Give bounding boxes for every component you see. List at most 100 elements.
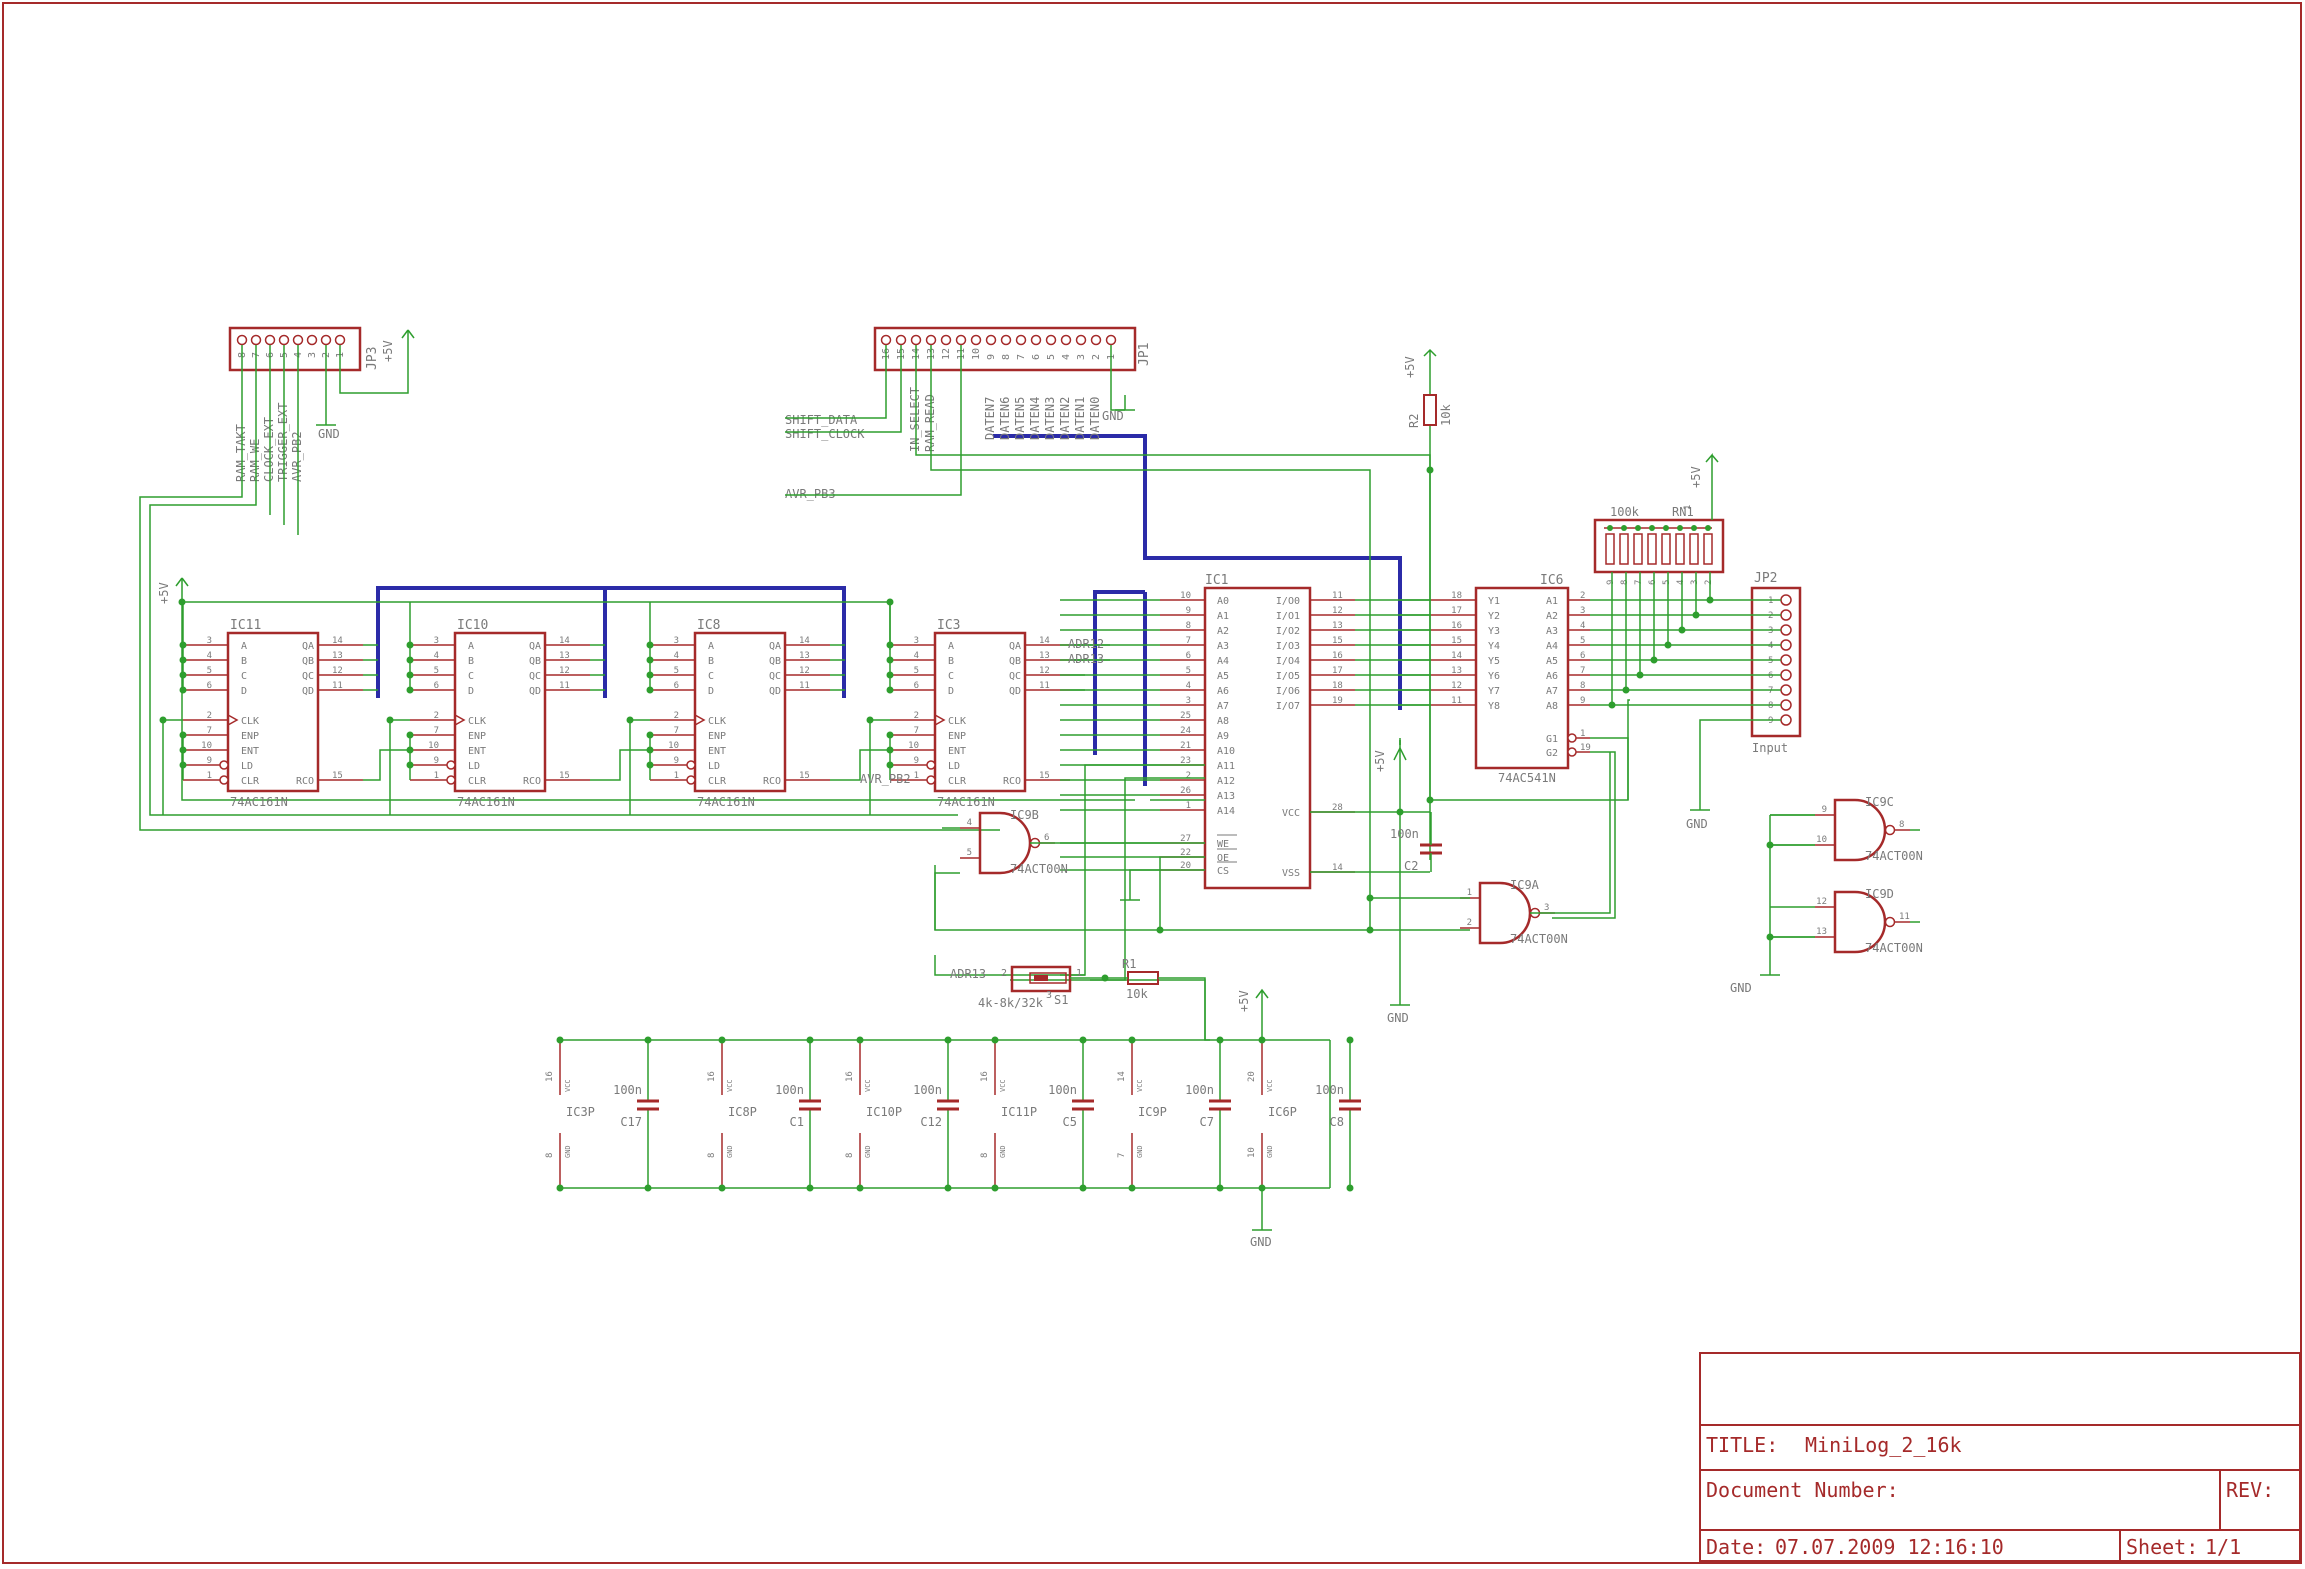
counter-pin-name: CLR — [468, 776, 487, 787]
capacitor-value: 100n — [1185, 1083, 1214, 1097]
counter-pin-name: LD — [468, 761, 480, 772]
counter-pin-name: ENT — [241, 746, 259, 757]
power-part-name: IC6P — [1268, 1105, 1297, 1119]
counter-pin-name: C — [468, 671, 474, 682]
ic6-pin-number: 11 — [1451, 696, 1462, 706]
counter-pin-number: 9 — [674, 756, 679, 766]
gate-name: IC9D — [1865, 887, 1894, 901]
counter-pin-name: A — [468, 641, 474, 652]
counter-pin-name: A — [948, 641, 954, 652]
s1-net: ADR13 — [950, 967, 986, 981]
ic6-pin-number: 2 — [1580, 591, 1585, 601]
counter-pin-name: B — [241, 656, 247, 667]
counter-name: IC11 — [230, 618, 261, 633]
gate-type: 74ACT00N — [1865, 849, 1923, 863]
gate-input-pin: 1 — [1467, 888, 1472, 898]
gate-input-pin: 10 — [1816, 835, 1827, 845]
ic6-pin-name: A5 — [1546, 656, 1558, 667]
counter-pin-number: 11 — [799, 681, 810, 691]
ic1-pin-number: 26 — [1180, 786, 1191, 796]
ic1-pin-number: 14 — [1332, 863, 1343, 873]
jp2-pin: 8 — [1768, 701, 1773, 711]
counter-pin-name: LD — [708, 761, 720, 772]
s1-label: 4k-8k/32k — [978, 996, 1044, 1010]
counter-pin-number: 13 — [332, 651, 343, 661]
control-junctions — [178, 466, 1434, 982]
power-gnd-label: GND — [1250, 1235, 1272, 1249]
ic1-pin-name: A9 — [1217, 731, 1229, 742]
power-gnd-pin: 8 — [545, 1153, 555, 1158]
gate-input-pin: 4 — [967, 818, 972, 828]
counter-pin-number: 11 — [332, 681, 343, 691]
ic1-pin-number: 5 — [1186, 666, 1191, 676]
s1-name: S1 — [1054, 993, 1068, 1007]
ic6-pin-number: 18 — [1451, 591, 1462, 601]
power-gnd-name: GND — [864, 1145, 872, 1158]
ic1-name: IC1 — [1205, 573, 1228, 588]
jp3-vcc-label: +5V — [381, 340, 395, 362]
counter-pin-number: 7 — [674, 726, 679, 736]
ic1-pin-number: 9 — [1186, 606, 1191, 616]
counter-pin-number: 12 — [799, 666, 810, 676]
counter-pin-number: 5 — [914, 666, 919, 676]
ic1-pin-name: I/O2 — [1276, 626, 1300, 637]
date-value: 07.07.2009 12:16:10 — [1775, 1535, 2004, 1559]
s1-pin1: 1 — [1076, 968, 1082, 979]
ic6-name: IC6 — [1540, 573, 1563, 588]
power-gnd-pin: 7 — [1117, 1153, 1127, 1158]
capacitor-name: C1 — [790, 1115, 804, 1129]
jp3-name: JP3 — [365, 347, 380, 370]
rn1-pin: 5 — [1662, 580, 1672, 585]
signal-shift-data: SHIFT_DATA — [785, 413, 858, 427]
power-gnd-name: GND — [1266, 1145, 1274, 1158]
power-vcc-pin: 16 — [545, 1071, 555, 1082]
ic9-gnd-label: GND — [1730, 981, 1752, 995]
ic1-pin-number: 6 — [1186, 651, 1191, 661]
counter-pin-number: 14 — [332, 636, 343, 646]
c2-name: C2 — [1404, 859, 1418, 873]
ic6-pin-name: G2 — [1546, 748, 1558, 759]
ic6-pin-name: Y1 — [1488, 596, 1500, 607]
ic6-pin-name: A6 — [1546, 671, 1558, 682]
signal-avr-pb3: AVR_PB3 — [785, 487, 836, 501]
jp1-pin: 3 — [1076, 354, 1087, 360]
counter-pin-number: 10 — [201, 741, 212, 751]
counter-pin-number: 3 — [434, 636, 439, 646]
power-gnd-pin: 8 — [845, 1153, 855, 1158]
ic1-pin-number: 19 — [1332, 696, 1343, 706]
power-gnd-pin: 10 — [1247, 1147, 1257, 1158]
power-vcc-pin: 14 — [1117, 1071, 1127, 1082]
jp2-pin: 1 — [1768, 596, 1773, 606]
counter-pin-name: QC — [302, 671, 314, 682]
gate-output-pin: 8 — [1899, 820, 1904, 830]
jp1-pin: 9 — [986, 354, 997, 360]
sheet-value: 1/1 — [2205, 1535, 2241, 1559]
ic1-pin-number: 1 — [1186, 801, 1191, 811]
ic1-pin-number: 10 — [1180, 591, 1191, 601]
ic6-pin-name: Y6 — [1488, 671, 1500, 682]
counter-pin-name: D — [708, 686, 714, 697]
input-wires — [1552, 572, 1781, 919]
counter-pin-number: 3 — [914, 636, 919, 646]
title-block — [1699, 1352, 2301, 1562]
gates: 456IC9B74ACT00N123IC9A74ACT00N9108IC9C74… — [934, 795, 1923, 995]
counter-pin-number: 4 — [914, 651, 919, 661]
counter-pin-name: RCO — [523, 776, 541, 787]
jp1-pin: 4 — [1061, 354, 1072, 360]
net-label-avr-pb2: AVR_PB2 — [860, 772, 911, 786]
wires — [139, 330, 1630, 930]
power-decoupling: +5VGND168VCCGNDIC3P100nC17168VCCGNDIC8P1… — [545, 988, 1361, 1249]
jp2-gnd-label: GND — [1686, 817, 1708, 831]
counter-pin-name: C — [948, 671, 954, 682]
jp2-name: JP2 — [1754, 571, 1777, 586]
counter-pin-number: 12 — [559, 666, 570, 676]
ic1-pin-number: 8 — [1186, 621, 1191, 631]
signal-ram-we: RAM_WE — [248, 439, 262, 482]
counter-pin-number: 13 — [799, 651, 810, 661]
jp1-pin: 10 — [971, 348, 982, 360]
